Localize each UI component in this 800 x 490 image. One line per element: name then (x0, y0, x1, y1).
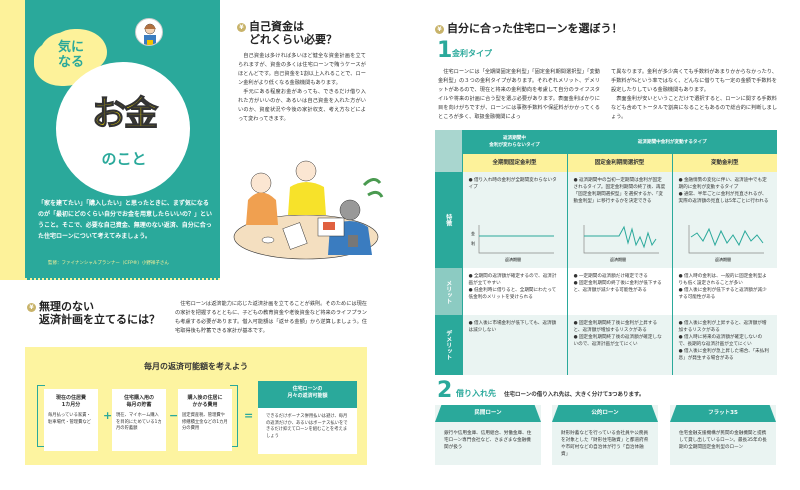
row-label: メリット (435, 268, 462, 315)
paragraph: 自己資金は多ければ多いほど健全な資金計画を立てられますが、資金の多くは住宅ローン… (238, 53, 366, 86)
paragraph: 手元にある程度お金があっても、できるだけ借り入れた方がいいのか、あるいは自己資金… (238, 89, 366, 122)
section-number: 1 (437, 38, 453, 63)
type-header: 変動金利型 (671, 154, 777, 172)
item-desc: 毎月払っている家賃・駐車場代・管理費など (48, 413, 91, 425)
yen-icon: ¥ (435, 25, 444, 34)
lead-text: 「家を建てたい」「購入したい」と思ったときに、まず気になるのが「最初にどのくらい… (38, 200, 213, 240)
item-desc: 固定資産税、管理費や修繕積立金などの1カ月分の費用 (182, 413, 228, 431)
formula-item: 現在の住居費 1カ月分毎月払っている家賃・駐車場代・管理費など (44, 389, 98, 451)
heading-text: 自分に合った住宅ローンを選ぼう！ (447, 22, 623, 35)
bubble-line: なる (57, 55, 84, 70)
axis-y-label: 金 (471, 230, 475, 236)
axis-x-label: 返済期間 (505, 256, 521, 262)
card-title: フラット35 (670, 405, 776, 422)
type-header: 全期間固定金利型 (461, 154, 567, 172)
group-header: 返済期間中 金利が変わらないタイプ (461, 130, 567, 154)
monthly-repayment-box: 毎月の返済可能額を考えよう 現在の住居費 1カ月分毎月払っている家賃・駐車場代・… (25, 347, 367, 465)
heading-line: 無理のない (39, 300, 94, 313)
axis-x-label: 返済期間 (610, 256, 626, 262)
card-desc: 財形貯蓄などを行っている会社員や公務員を対象とした「財形住宅融資」と都道府県や市… (561, 431, 649, 457)
axis-x-label: 返済期間 (715, 256, 731, 262)
own-funds-body: 自己資金は多ければ多いほど健全な資金計画を立てられますが、資金の多くは住宅ローン… (238, 52, 366, 124)
fixed-period-chart: 返済期間 (583, 225, 659, 262)
interest-text-col2: て異なります。金利が多少高くても手数料があまりかからなかったり、手数料が%という… (611, 69, 778, 120)
item-title: 住宅購入用の 毎月の貯蓄 (123, 395, 154, 408)
item-title: 購入後の住居に かかる費用 (187, 395, 223, 408)
table-cell: ● 借入時の金利は、一般的に固定金利型よりも低く設定されることが多い ● 借入後… (671, 268, 777, 315)
formula-item: 購入後の住居に かかる費用固定資産税、管理費や修繕積立金などの1カ月分の費用 (178, 389, 232, 451)
row-label: 特徴 (435, 172, 462, 268)
bracket-left (37, 385, 45, 447)
rate-line (690, 227, 763, 247)
plus-sign: + (103, 409, 113, 422)
card-desc: 銀行や信用金庫、信用組合、労働金庫、住宅ローン専門会社など、さまざまな金融機関が… (444, 431, 532, 450)
table-cell: ● 全期間の返済額が確定するので、返済計画が立てやすい ● 低金利時に借りると、… (461, 268, 567, 315)
result-desc: できるだけボーナス併用払いは避け、毎月の返済だけか、あるいはボーナス払いをできる… (266, 414, 348, 439)
cover-panel: 気になる お金 のこと 「家を建てたい」「購入したい」と思ったときに、まず気にな… (25, 0, 220, 280)
heading-line: 自己資金は (249, 20, 304, 33)
variable-rate-chart: 返済期間 (688, 225, 764, 262)
corner-cell (435, 130, 462, 172)
own-funds-heading: ¥自己資金はどれくらい必要？ (237, 20, 337, 46)
heading-line: 返済計画を立てるには？ (39, 313, 160, 326)
table-cell: ● 返済期間中の当初一定期間は金利が固定されるタイプ。固定金利期間の終了後、再度… (566, 172, 672, 268)
card-title: 民間ローン (435, 405, 541, 422)
equals-sign: = (244, 409, 254, 422)
section-label: 金利タイプ (452, 49, 492, 58)
heading-line: どれくらい必要？ (249, 33, 337, 46)
table-cell: ● 金融情勢の変化に伴い、返済途中でも定期的に金利が変動するタイプ ● 通常、半… (671, 172, 777, 268)
family-meeting-illustration (233, 160, 384, 260)
bubble-line: 気に (57, 40, 84, 55)
lender-card: 公的ローン財形貯蓄などを行っている会社員や公務員を対象とした「財形住宅融資」と都… (552, 405, 658, 465)
rate-line (583, 225, 656, 249)
title-sub: のこと (101, 150, 147, 168)
row-label: デメリット (435, 315, 462, 375)
section-number: 2 (437, 378, 453, 403)
bracket-right (230, 385, 238, 447)
interest-type-table: 返済期間中 金利が変わらないタイプ 返済期間中金利が変動するタイプ 全期間固定金… (435, 130, 777, 375)
section-label: 借り入れ先 (456, 389, 496, 398)
advisor-avatar-illustration (135, 18, 163, 46)
yen-icon: ¥ (237, 23, 246, 32)
table-cell: ● 一定期間の返済額だけ確定できる ● 固定金利期間の終了後に金利が低下すると、… (566, 268, 672, 315)
axis-y-label: 利 (471, 240, 475, 246)
item-desc: 現在、マイホーム購入を目的にためている1カ月の貯蓄額 (116, 413, 162, 431)
table-cell: ● 借入後に金利が上昇すると、返済額が増加するリスクがある ● 借入時に将来の返… (671, 315, 777, 375)
repayment-heading: ¥無理のない返済計画を立てるには？ (27, 300, 160, 326)
card-desc: 住宅金融支援機構が民間の金融機関と提携して貸し出しているローン。最長35年の長期… (679, 431, 767, 450)
table-cell: ● 借入後に市場金利が低下しても、返済額は減少しない (461, 315, 567, 375)
cell-text: ● 返済期間中の当初一定期間は金利が固定されるタイプ。固定金利期間の終了後、再度… (573, 178, 666, 204)
box-title: 毎月の返済可能額を考えよう (144, 362, 248, 371)
cell-text: ● 金融情勢の変化に伴い、返済途中でも定期的に金利が変動するタイプ ● 通常、半… (678, 178, 769, 204)
title-main: お金 (91, 93, 158, 134)
title-circle (56, 62, 190, 196)
interest-text-col1: 住宅ローンには「全期間固定金利型」「固定金利期間選択型」「変動金利型」の３つの金… (438, 69, 600, 120)
right-page-heading: ¥自分に合った住宅ローンを選ぼう！ (435, 22, 622, 35)
cell-text: ● 借り入れ時の金利が全期間変わらないタイプ (468, 178, 557, 190)
result-title: 住宅ローンの 月々の返済可能額 (258, 381, 357, 408)
lender-card: 民間ローン銀行や信用金庫、信用組合、労働金庫、住宅ローン専門会社など、さまざまな… (435, 405, 541, 465)
section-lead: 住宅ローンの借り入れ先は、大きく分けて3つあります。 (504, 392, 645, 398)
yen-icon: ¥ (27, 303, 36, 312)
repayment-text: 住宅ローンは返済能力に応じた返済計画を立てることが鉄則。そのためには現在の家計を… (175, 301, 367, 334)
table-cell: ● 固定金利期間終了後に金利が上昇すると、返済額が増加するリスクがある ● 固定… (566, 315, 672, 375)
yellow-stripe (0, 0, 25, 280)
minus-sign: − (169, 409, 179, 422)
lender-card: フラット35 住宅金融支援機構が民間の金融機関と提携して貸し出しているローン。最長… (670, 405, 776, 465)
table-cell: ● 借り入れ時の金利が全期間変わらないタイプ 金利返済期間 (461, 172, 567, 268)
item-title: 現在の住居費 1カ月分 (55, 395, 86, 408)
card-title: 公的ローン (552, 405, 658, 422)
formula-item: 住宅購入用の 毎月の貯蓄現在、マイホーム購入を目的にためている1カ月の貯蓄額 (112, 389, 166, 451)
group-header: 返済期間中金利が変動するタイプ (566, 130, 777, 154)
result-box: 住宅ローンの 月々の返済可能額 できるだけボーナス併用払いは避け、毎月の返済だけ… (258, 381, 357, 454)
type-header: 固定金利期間選択型 (566, 154, 672, 172)
supervisor-credit: 監修：ファイナンシャルプランナー（CFP®）小野祥子さん (48, 261, 169, 266)
